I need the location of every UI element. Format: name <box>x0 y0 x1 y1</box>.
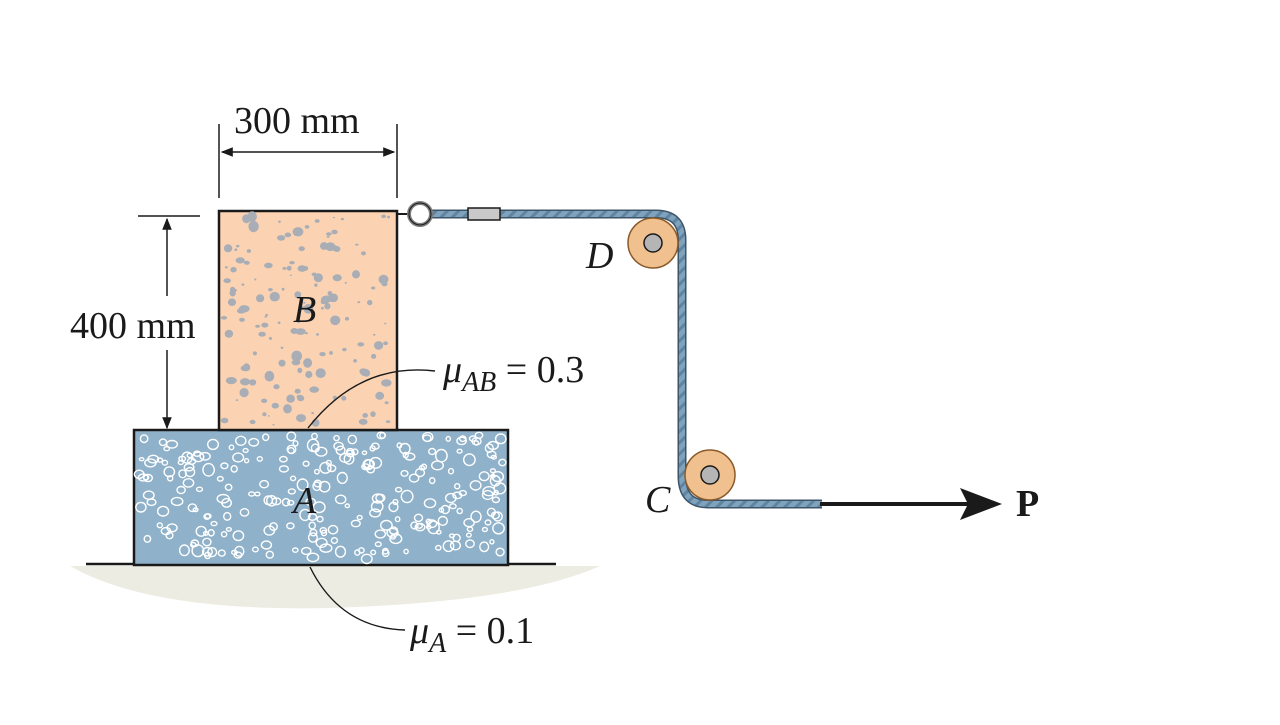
pulley-c <box>684 449 736 501</box>
eye-hook <box>397 201 433 227</box>
cable <box>432 209 822 509</box>
pulley-d-label: D <box>585 235 613 277</box>
block-a <box>132 428 510 567</box>
mu-a-leader <box>309 566 406 631</box>
mu-ab-label: μAB = 0.3 <box>442 349 584 398</box>
height-dimension-label: 400 mm <box>70 305 196 347</box>
ground-shadow <box>70 566 600 609</box>
block-b-label: B <box>293 289 316 331</box>
width-dimension <box>218 124 398 198</box>
block-b-texture <box>220 211 392 427</box>
block-b <box>217 209 399 432</box>
mu-a-symbol: μ <box>409 610 429 652</box>
block-a-label: A <box>290 480 317 522</box>
force-arrow <box>820 488 1002 520</box>
width-dimension-label: 300 mm <box>234 100 360 142</box>
mu-a-label: μA = 0.1 <box>409 610 534 659</box>
mu-ab-leader <box>307 369 436 429</box>
pulley-c-label: C <box>645 479 671 521</box>
mu-a-value: = 0.1 <box>446 610 534 652</box>
pulley-d <box>627 217 679 269</box>
height-dimension <box>138 215 200 430</box>
force-label: P <box>1016 483 1039 525</box>
mu-a-subscript: A <box>427 628 447 659</box>
cable-sleeve <box>467 207 501 221</box>
block-a-texture <box>133 431 507 565</box>
mu-ab-symbol: μ <box>442 349 462 391</box>
mu-ab-value: = 0.3 <box>496 349 584 391</box>
mu-ab-subscript: AB <box>460 367 496 398</box>
